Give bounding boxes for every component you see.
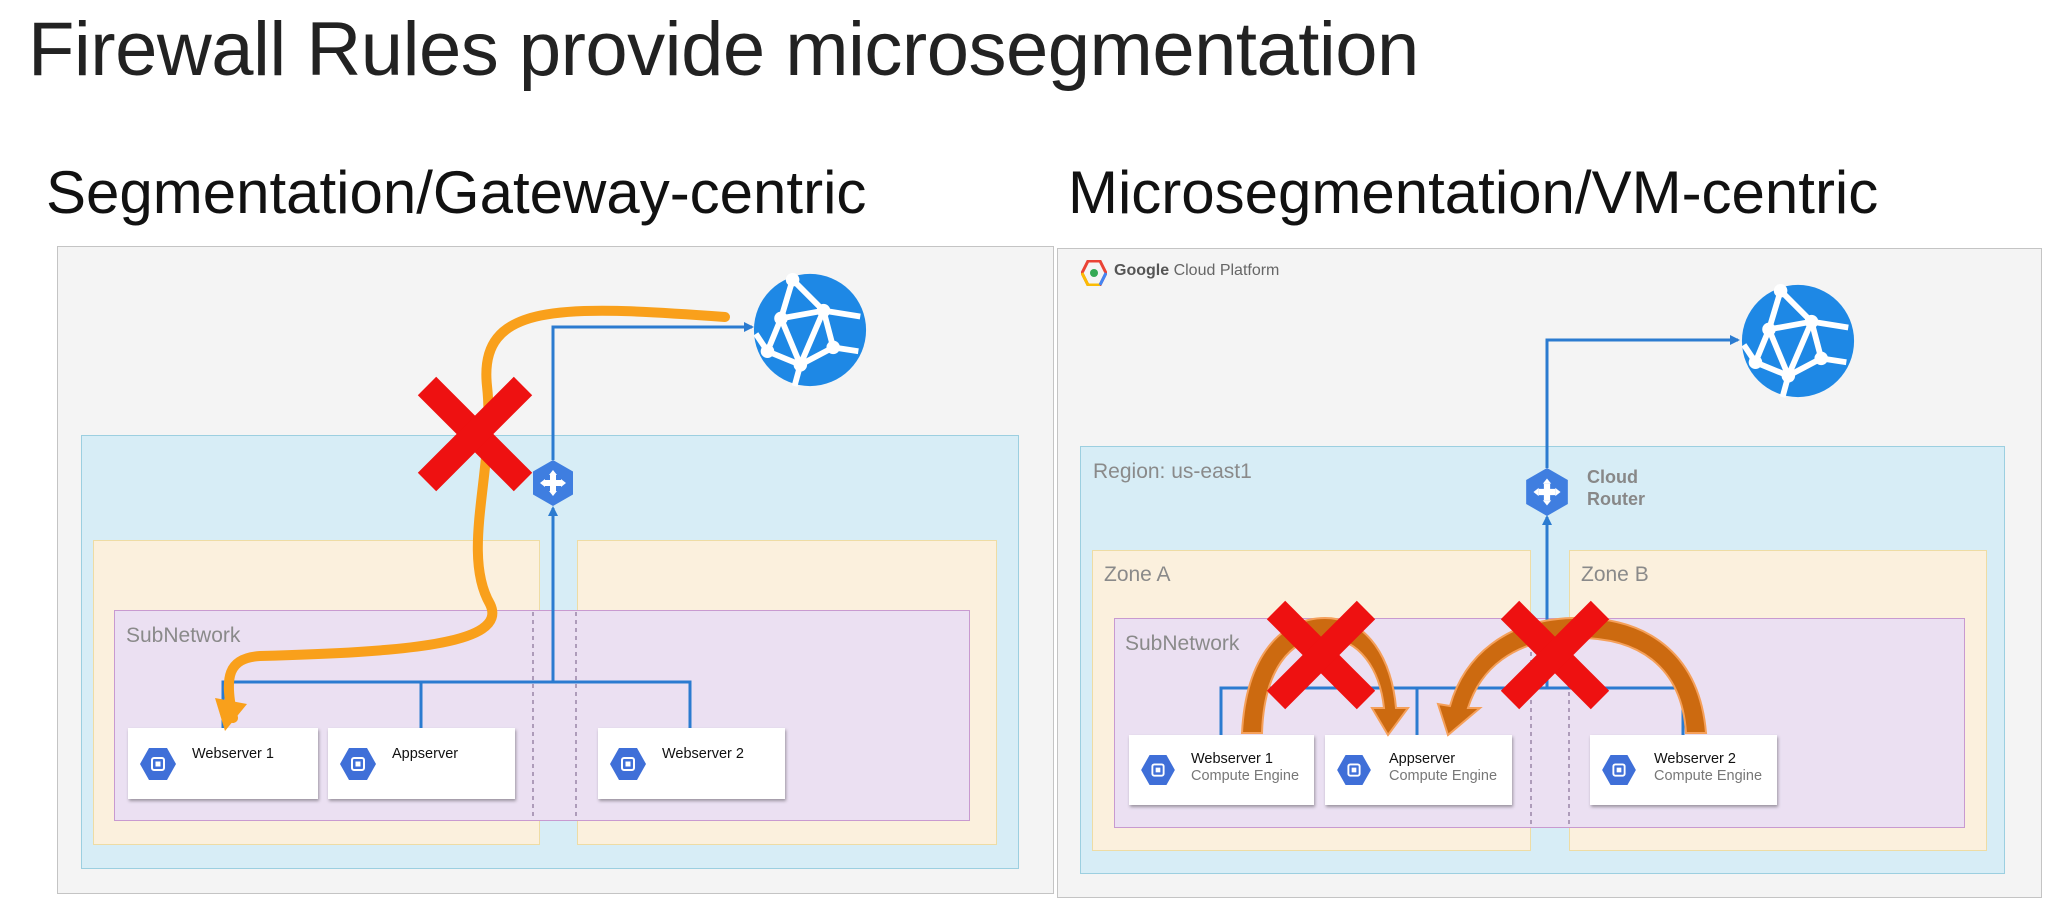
compute-engine-icon: [1337, 755, 1371, 785]
left-blocked-x-icon: [417, 376, 533, 492]
right-vm-webserver-2-name: Webserver 2: [1654, 751, 1736, 767]
compute-engine-icon: [340, 748, 376, 780]
left-vm-appserver-name: Appserver: [392, 746, 459, 762]
google-cloud-platform-label: Google Cloud Platform: [1114, 262, 1279, 280]
right-diagram-heading: Microsegmentation/VM-centric: [1068, 159, 1879, 226]
left-vm-webserver-2[interactable]: Webserver 2: [598, 728, 785, 799]
compute-engine-icon: [140, 748, 176, 780]
left-subnetwork-label: SubNetwork: [126, 624, 241, 647]
zone-b-label: Zone B: [1581, 563, 1649, 586]
right-internet-globe-icon: [1742, 284, 1854, 397]
google-cloud-platform-logo-icon: [1081, 260, 1107, 286]
right-vm-webserver-2-service: Compute Engine: [1654, 768, 1763, 784]
right-vm-appserver[interactable]: Appserver Compute Engine: [1325, 735, 1512, 805]
cloud-router-label-line2: Router: [1587, 489, 1645, 509]
slide-title: Firewall Rules provide microsegmentation: [28, 7, 1419, 92]
left-vm-webserver-2-name: Webserver 2: [662, 746, 744, 762]
right-vm-webserver-2[interactable]: Webserver 2 Compute Engine: [1590, 735, 1777, 805]
cloud-router-label-line1: Cloud: [1587, 467, 1638, 487]
compute-engine-icon: [1602, 755, 1636, 785]
left-vm-webserver-1-name: Webserver 1: [192, 746, 274, 762]
right-blocked-x-icon-1: [1266, 600, 1376, 710]
left-diagram-heading: Segmentation/Gateway-centric: [46, 159, 867, 226]
right-vm-webserver-1-name: Webserver 1: [1191, 751, 1273, 767]
right-vm-appserver-service: Compute Engine: [1389, 768, 1498, 784]
left-gateway-router-icon: [533, 460, 573, 506]
left-vm-webserver-1[interactable]: Webserver 1: [128, 728, 318, 799]
right-vm-appserver-name: Appserver: [1389, 751, 1456, 767]
cloud-router-label: Cloud Router: [1587, 466, 1645, 510]
right-blocked-x-icon-2: [1500, 600, 1610, 710]
left-vm-appserver[interactable]: Appserver: [328, 728, 515, 799]
compute-engine-icon: [610, 748, 646, 780]
region-label: Region: us-east1: [1093, 460, 1252, 483]
right-vm-webserver-1-service: Compute Engine: [1191, 768, 1300, 784]
google-cloud-platform-brand: Google: [1114, 262, 1170, 279]
left-internet-globe-icon: [754, 273, 866, 386]
zone-a-label: Zone A: [1104, 563, 1171, 586]
right-vm-webserver-1[interactable]: Webserver 1 Compute Engine: [1129, 735, 1314, 805]
left-blocked-traffic-arrow: [223, 305, 730, 723]
google-cloud-platform-name: Cloud Platform: [1173, 262, 1280, 279]
right-subnetwork-label: SubNetwork: [1125, 632, 1240, 655]
cloud-router-icon: [1526, 468, 1568, 516]
compute-engine-icon: [1141, 755, 1175, 785]
